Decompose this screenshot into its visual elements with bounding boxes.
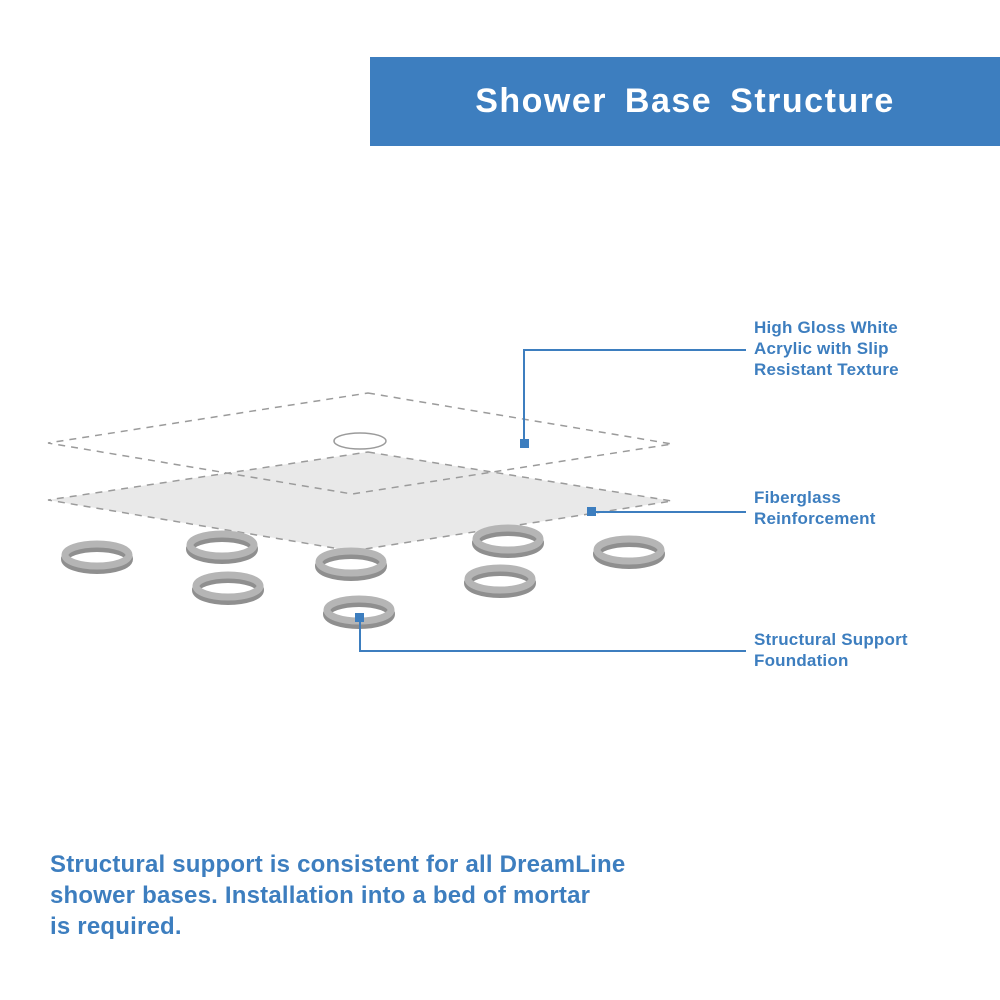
marker-support: [355, 613, 364, 622]
callout-fiberglass-line: Reinforcement: [754, 509, 876, 528]
callout-acrylic-label: High Gloss White Acrylic with Slip Resis…: [754, 317, 899, 380]
callout-fiberglass-line: Fiberglass: [754, 488, 842, 507]
leader-line-support: [359, 622, 746, 652]
leader-line-acrylic: [523, 349, 746, 443]
callout-support-label: Structural Support Foundation: [754, 629, 908, 671]
support-ring: [65, 544, 129, 570]
callout-support-line: Foundation: [754, 651, 849, 670]
support-ring: [468, 568, 532, 594]
marker-fiberglass: [587, 507, 596, 516]
footer-note-line: is required.: [50, 913, 182, 940]
callout-support-line: Structural Support: [754, 630, 908, 649]
marker-acrylic: [520, 439, 529, 448]
header-banner: Shower Base Structure: [370, 57, 1000, 146]
support-ring: [196, 575, 260, 601]
footer-note-line: shower bases. Installation into a bed of…: [50, 882, 591, 909]
page-title: Shower Base Structure: [475, 82, 895, 120]
footer-note: Structural support is consistent for all…: [50, 849, 625, 942]
callout-acrylic-line: Resistant Texture: [754, 360, 899, 379]
drain-opening: [333, 432, 387, 450]
footer-note-line: Structural support is consistent for all…: [50, 851, 626, 878]
support-ring: [476, 528, 540, 554]
callout-fiberglass-label: Fiberglass Reinforcement: [754, 487, 876, 529]
support-ring: [190, 534, 254, 560]
callout-acrylic-line: High Gloss White: [754, 318, 898, 337]
callout-acrylic-line: Acrylic with Slip: [754, 339, 889, 358]
fiberglass-layer: [47, 451, 673, 552]
support-ring: [319, 551, 383, 577]
support-ring: [597, 539, 661, 565]
